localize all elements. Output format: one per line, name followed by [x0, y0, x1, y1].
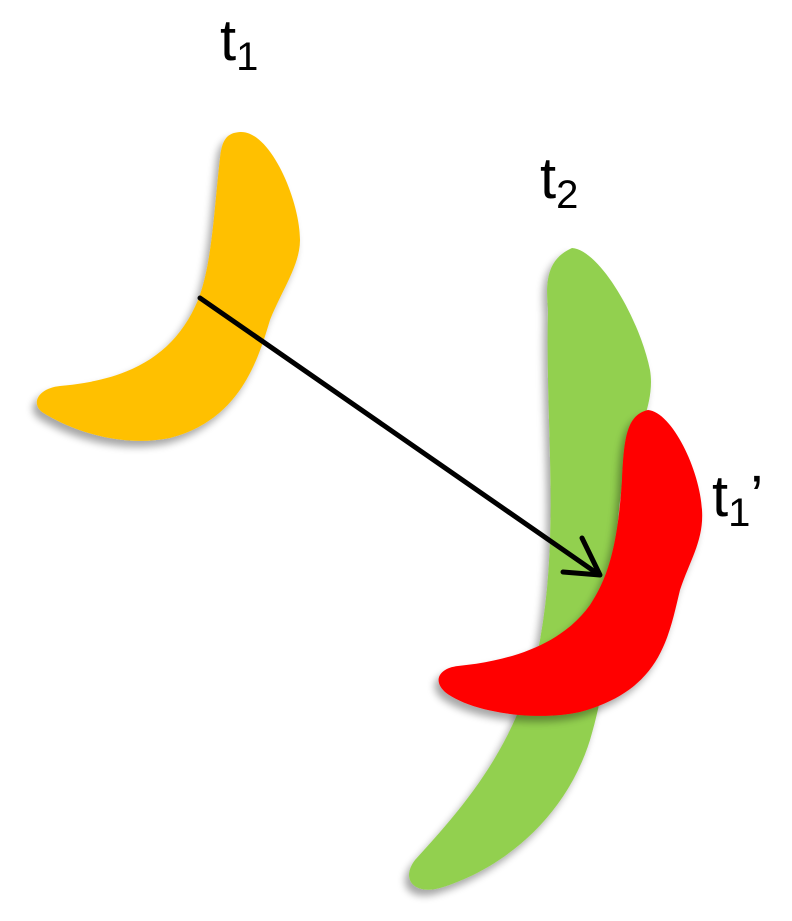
label-t1-prime: t1’ [712, 464, 764, 535]
shape-t1-prime [438, 410, 703, 716]
arrow-head [560, 535, 603, 578]
label-t1: t1 [220, 8, 259, 79]
shape-t1 [36, 131, 300, 441]
arrow [197, 295, 603, 578]
label-t2: t2 [540, 146, 579, 217]
shape-t2 [409, 248, 651, 890]
arrow-shaft [197, 295, 601, 577]
